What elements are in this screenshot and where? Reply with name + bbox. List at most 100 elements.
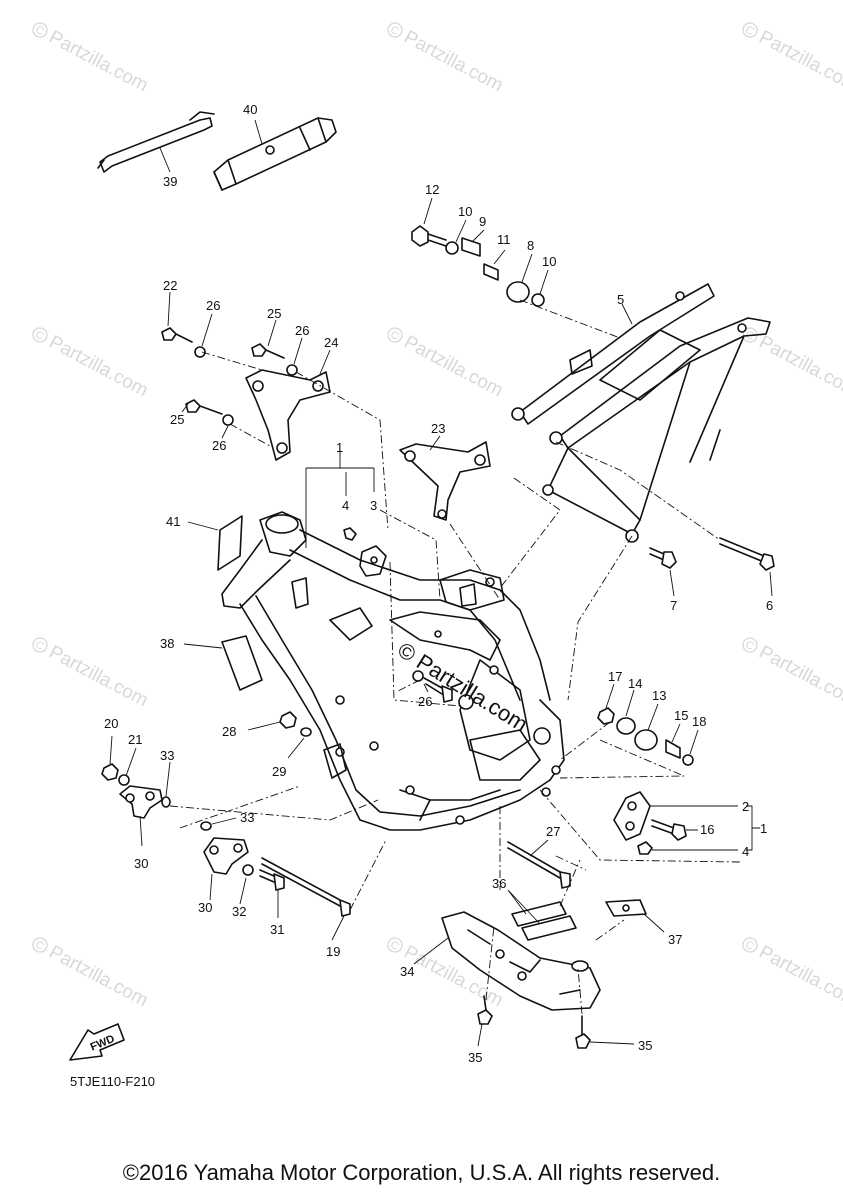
callout-34: 34 [400,964,414,979]
washer-26a [194,346,206,358]
bolt-35b [575,1015,591,1049]
callout-30b: 30 [198,900,212,915]
collar-15 [665,739,681,759]
callout-7: 7 [670,598,677,613]
callout-40: 40 [243,102,257,117]
callout-13: 13 [652,688,666,703]
washer-18 [682,754,694,766]
callout-30a: 30 [134,856,148,871]
washer-26c [222,414,234,426]
label-41 [217,515,243,571]
callout-31: 31 [270,922,284,937]
plate-3 [359,545,387,577]
damper-36b [521,915,577,941]
callout-33b: 33 [240,810,254,825]
bolt-19 [261,857,351,917]
svg-text:Partzilla.com: Partzilla.com [45,332,151,402]
washer-26b [286,364,298,376]
bolt-25a [251,343,285,359]
spacer-33a [161,796,171,808]
bolt-4a [343,527,357,541]
callout-29: 29 [272,764,286,779]
callout-38: 38 [160,636,174,651]
diagram-code: 5TJE110-F210 [70,1074,156,1089]
svg-text:Partzilla.com: Partzilla.com [755,642,843,712]
forward-arrow: FWD [69,1023,125,1061]
engine-bracket-30a [119,785,163,819]
washer-32 [242,864,254,876]
washer-10b [531,293,545,307]
callout-37: 37 [668,932,682,947]
copyright-notice: ©2016 Yamaha Motor Corporation, U.S.A. A… [122,1160,721,1185]
callout-4a: 4 [342,498,349,513]
bolt-6 [719,537,775,571]
skid-plate-34 [441,911,601,1011]
washer-10a [445,241,459,255]
washer-29 [300,727,312,737]
engine-bracket-23 [399,441,491,521]
svg-text:Partzilla.com: Partzilla.com [45,642,151,712]
callout-36: 36 [492,876,506,891]
callout-35a: 35 [468,1050,482,1065]
bushing-13 [634,729,658,751]
bolt-4b [637,841,653,855]
bolt-31 [259,869,285,891]
callout-26d: 26 [418,694,432,709]
nut-28 [279,711,297,729]
callout-26c: 26 [212,438,226,453]
callout-16: 16 [700,822,714,837]
callout-19: 19 [326,944,340,959]
svg-text:Partzilla.com: Partzilla.com [45,942,151,1012]
damper-37 [605,899,647,917]
callout-1a: 1 [336,440,343,455]
callout-28: 28 [222,724,236,739]
callout-4b: 4 [742,844,749,859]
washer-14 [616,717,636,735]
callout-14: 14 [628,676,642,691]
svg-text:Partzilla.com: Partzilla.com [400,27,506,97]
washer-21 [118,774,130,786]
svg-text:Partzilla.com: Partzilla.com [755,27,843,97]
callout-20: 20 [104,716,118,731]
label-38 [221,635,263,691]
bolt-35a [477,995,493,1025]
svg-text:Partzilla.com: Partzilla.com [400,332,506,402]
callout-numbers: 40 39 12 10 9 11 8 10 5 22 26 25 26 24 2… [104,102,773,1065]
callout-33a: 33 [160,748,174,763]
bolt-27 [507,841,571,889]
fwd-label: FWD [89,1033,117,1054]
collar-9 [461,237,481,257]
callout-3: 3 [370,498,377,513]
callout-27: 27 [546,824,560,839]
callout-23: 23 [431,421,445,436]
bolt-22 [161,327,193,343]
nut-20 [101,763,119,781]
callout-26a: 26 [206,298,220,313]
callout-10b: 10 [542,254,556,269]
engine-bracket-2 [613,791,651,841]
rear-frame-5 [511,283,771,543]
callout-15: 15 [674,708,688,723]
bolt-7 [649,547,677,569]
spacer-33b [200,821,212,831]
nut-17 [597,707,615,725]
main-frame-1 [221,511,565,831]
callout-24: 24 [324,335,338,350]
callout-2: 2 [742,799,749,814]
callout-22: 22 [163,278,177,293]
callout-11: 11 [497,232,511,247]
callout-17: 17 [608,669,622,684]
callout-25a: 25 [267,306,281,321]
callout-41: 41 [166,514,180,529]
plug-wrench-40 [213,117,337,191]
callout-1b: 1 [760,821,767,836]
callout-25b: 25 [170,412,184,427]
callout-10a: 10 [458,204,472,219]
bushing-8 [506,281,530,303]
bolt-16 [651,819,687,841]
bolt-25b [185,399,223,415]
callout-12: 12 [425,182,439,197]
